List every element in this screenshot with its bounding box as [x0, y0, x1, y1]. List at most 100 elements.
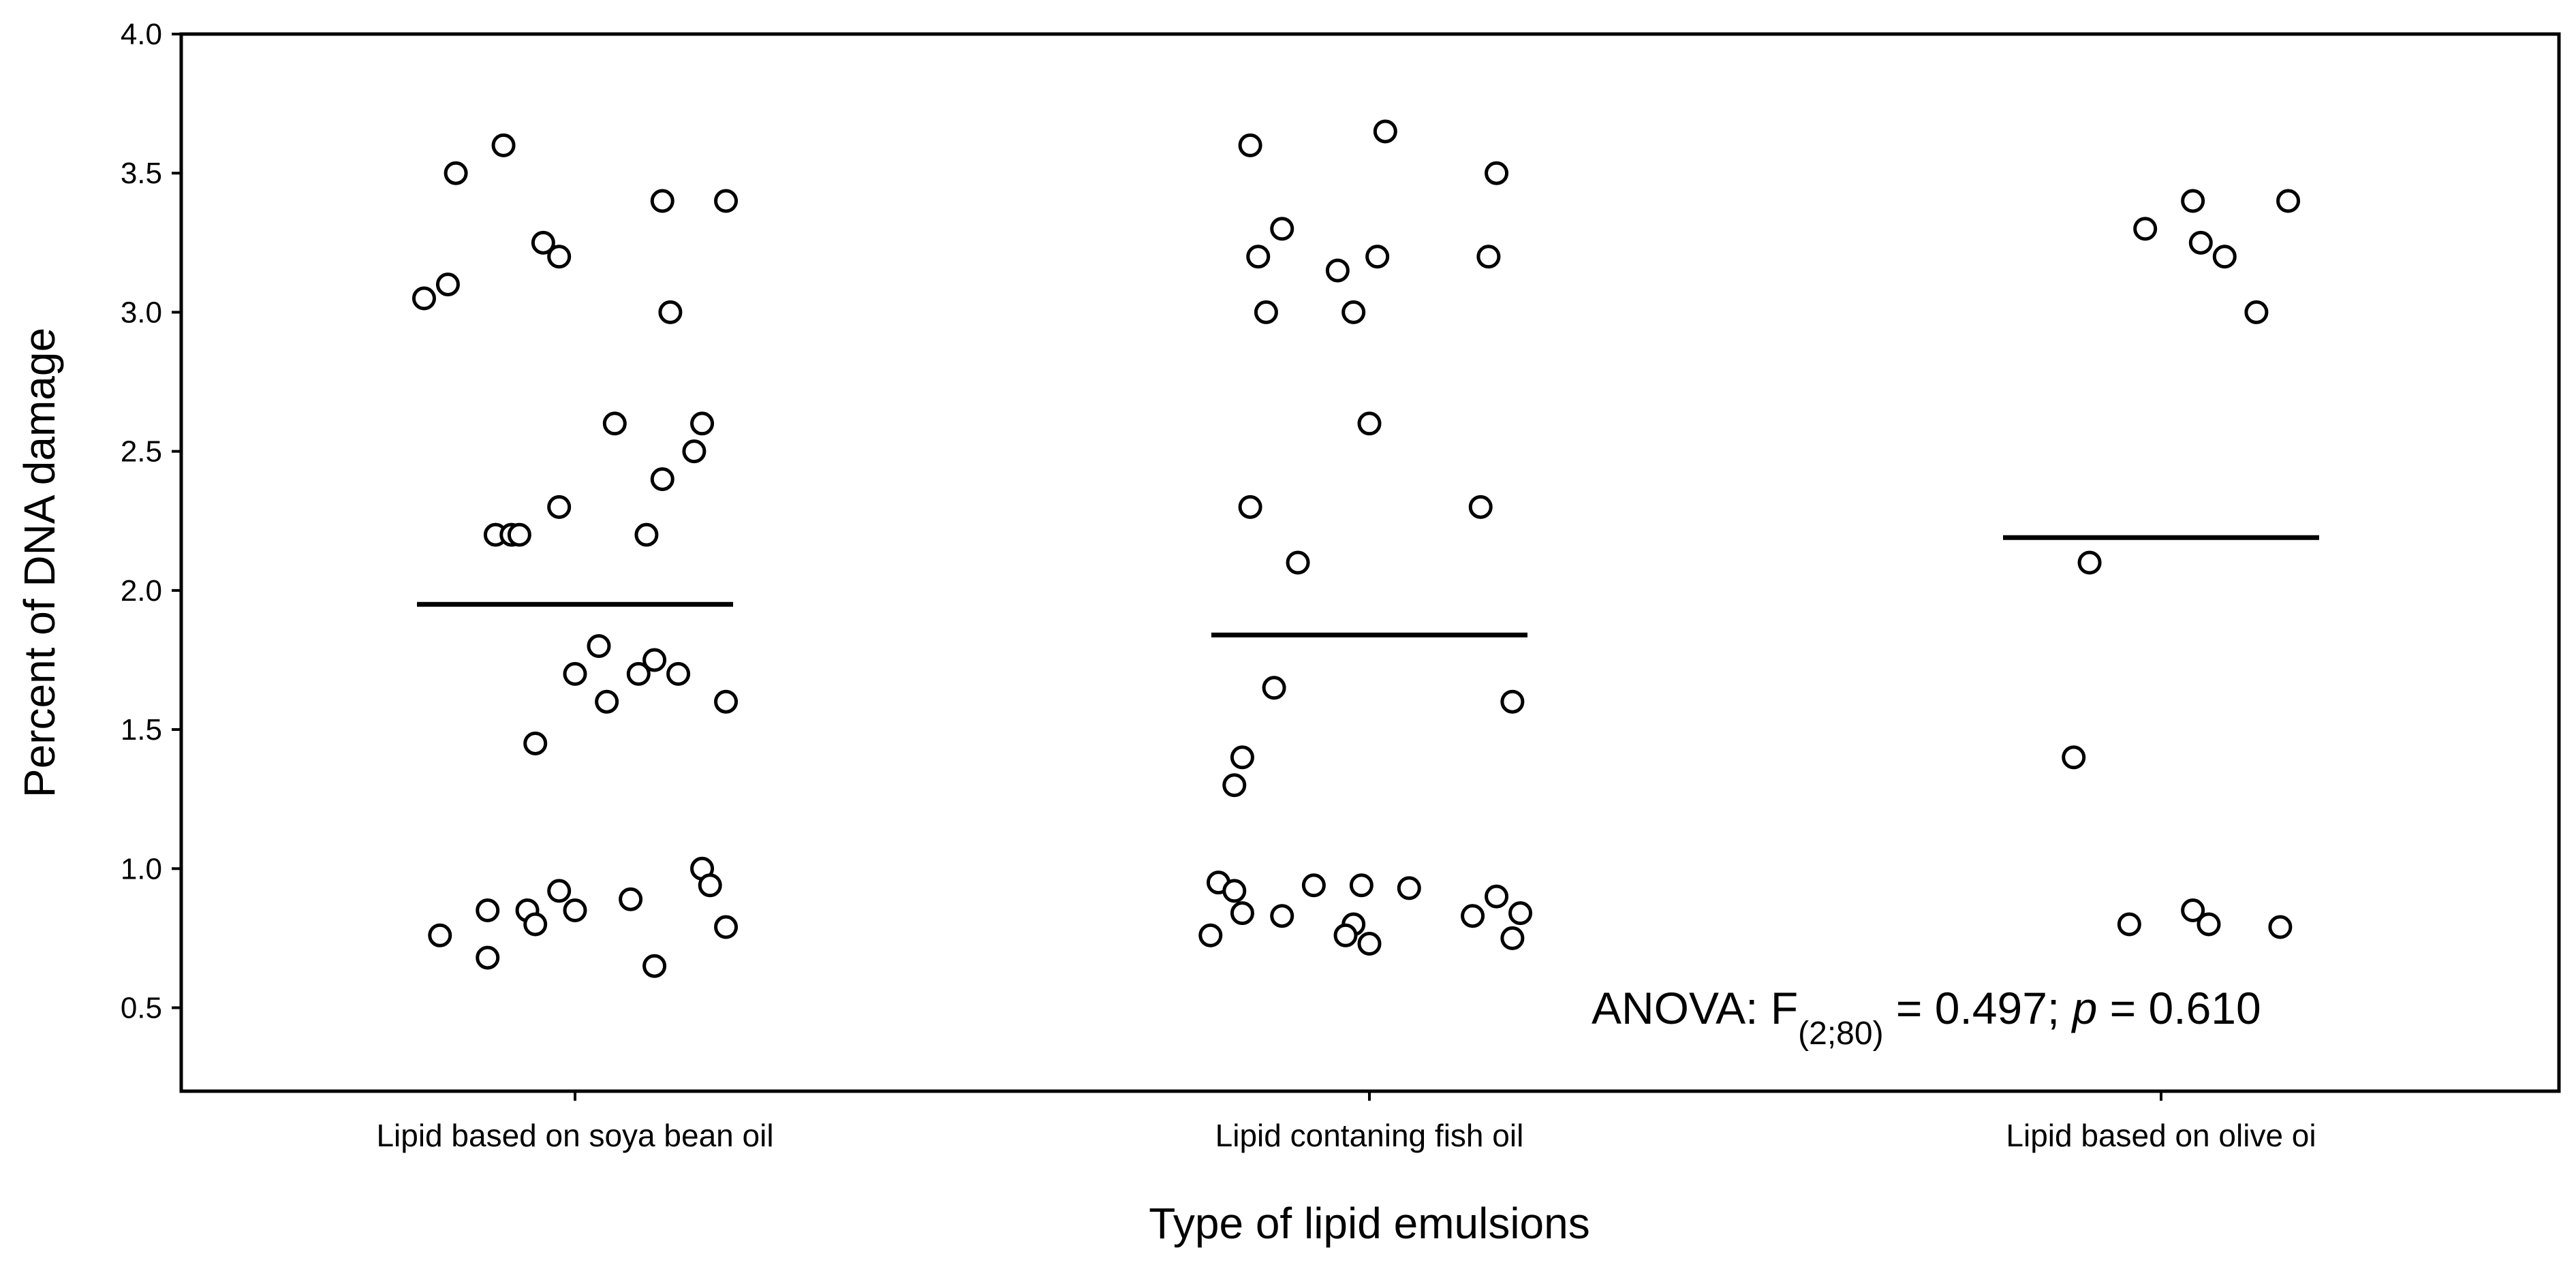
- data-point: [658, 300, 683, 324]
- data-point: [491, 133, 516, 157]
- data-point: [547, 879, 572, 903]
- data-point: [595, 689, 619, 714]
- anova-subscript: (2;80): [1798, 1016, 1883, 1052]
- anova-suffix: = 0.610: [2097, 983, 2261, 1033]
- data-point: [2268, 915, 2293, 939]
- data-point: [1325, 258, 1350, 283]
- data-point: [2276, 189, 2301, 213]
- data-point: [714, 189, 739, 213]
- data-point: [626, 661, 651, 686]
- data-point: [698, 873, 722, 898]
- data-point: [2181, 898, 2205, 923]
- data-point: [690, 411, 715, 436]
- x-tick-label: Lipid contaning fish oil: [1215, 1118, 1524, 1153]
- data-point: [1198, 923, 1223, 947]
- data-point: [2188, 230, 2213, 255]
- data-point: [1341, 300, 1366, 324]
- data-point: [523, 912, 548, 937]
- data-point: [1357, 411, 1382, 436]
- data-point: [650, 189, 674, 213]
- y-tick-label: 1.5: [121, 713, 162, 747]
- data-point: [1500, 689, 1525, 714]
- data-point: [2133, 217, 2158, 241]
- data-point: [714, 689, 739, 714]
- data-points: [412, 119, 2301, 978]
- x-axis-title: Type of lipid emulsions: [1149, 1199, 1589, 1248]
- data-point: [1476, 245, 1501, 269]
- data-point: [1508, 901, 1533, 926]
- anova-middle: = 0.497;: [1884, 983, 2073, 1033]
- data-point: [714, 915, 739, 939]
- data-point: [2181, 189, 2205, 213]
- data-point: [1222, 773, 1247, 798]
- data-point: [476, 945, 500, 970]
- data-point: [666, 661, 691, 686]
- y-tick-label: 3.0: [121, 296, 162, 329]
- mean-lines: [417, 535, 2319, 638]
- data-point: [476, 898, 500, 923]
- data-point: [1238, 495, 1262, 519]
- data-point: [547, 495, 572, 519]
- data-point: [1349, 873, 1374, 898]
- data-point: [1286, 550, 1310, 575]
- data-point: [2077, 550, 2102, 575]
- data-point: [1485, 161, 1509, 185]
- data-point: [1333, 923, 1358, 947]
- data-point: [2244, 300, 2269, 324]
- data-point: [2117, 912, 2141, 937]
- data-point: [1254, 300, 1278, 324]
- y-tick-label: 3.5: [121, 157, 162, 190]
- y-tick-label: 4.0: [121, 18, 162, 51]
- data-point: [1238, 133, 1262, 157]
- data-point: [1373, 119, 1397, 144]
- data-point: [619, 887, 643, 911]
- data-point: [642, 648, 667, 672]
- anova-prefix: ANOVA: F: [1592, 983, 1798, 1033]
- data-point: [563, 661, 587, 686]
- data-point: [1246, 245, 1271, 269]
- data-point: [1230, 745, 1254, 770]
- anova-annotation: ANOVA: F(2;80) = 0.497; p = 0.610: [1592, 983, 2261, 1052]
- data-point: [507, 522, 531, 547]
- y-axis: 0.5 1.0 1.5 2.0 2.5 3.0 3.5 4.0: [121, 18, 181, 1024]
- data-point: [2062, 745, 2086, 770]
- y-tick-label: 2.0: [121, 574, 162, 608]
- data-point: [1222, 879, 1247, 903]
- data-point: [1468, 495, 1493, 519]
- x-tick-label: Lipid based on olive oi: [2006, 1118, 2316, 1153]
- data-point: [1357, 932, 1382, 956]
- data-point: [428, 923, 452, 947]
- data-point: [563, 898, 587, 923]
- data-point: [2212, 245, 2237, 269]
- x-axis: Lipid based on soya bean oil Lipid contan…: [376, 1091, 2316, 1153]
- x-tick-label: Lipid based on soya bean oil: [376, 1118, 773, 1153]
- data-point: [531, 230, 555, 255]
- y-tick-label: 0.5: [121, 991, 162, 1024]
- data-point: [1301, 873, 1326, 898]
- anova-p-symbol: p: [2071, 983, 2098, 1033]
- data-point: [444, 161, 468, 185]
- data-point: [587, 634, 611, 659]
- data-point: [1230, 901, 1254, 926]
- data-point: [1461, 904, 1485, 928]
- data-point: [650, 467, 674, 491]
- y-tick-label: 1.0: [121, 852, 162, 885]
- y-axis-title: Percent of DNA damage: [15, 328, 64, 798]
- y-tick-label: 2.5: [121, 435, 162, 469]
- data-point: [1485, 884, 1509, 909]
- data-point: [1365, 245, 1390, 269]
- data-point: [435, 272, 460, 297]
- data-point: [1270, 217, 1294, 241]
- data-point: [1270, 904, 1294, 928]
- data-point: [642, 954, 667, 978]
- data-point: [1397, 876, 1421, 900]
- data-point: [523, 731, 548, 755]
- data-point: [412, 286, 436, 311]
- data-point: [547, 245, 572, 269]
- data-point: [1500, 926, 1525, 950]
- data-point: [634, 522, 659, 547]
- data-point: [2197, 912, 2221, 937]
- data-point: [682, 439, 707, 464]
